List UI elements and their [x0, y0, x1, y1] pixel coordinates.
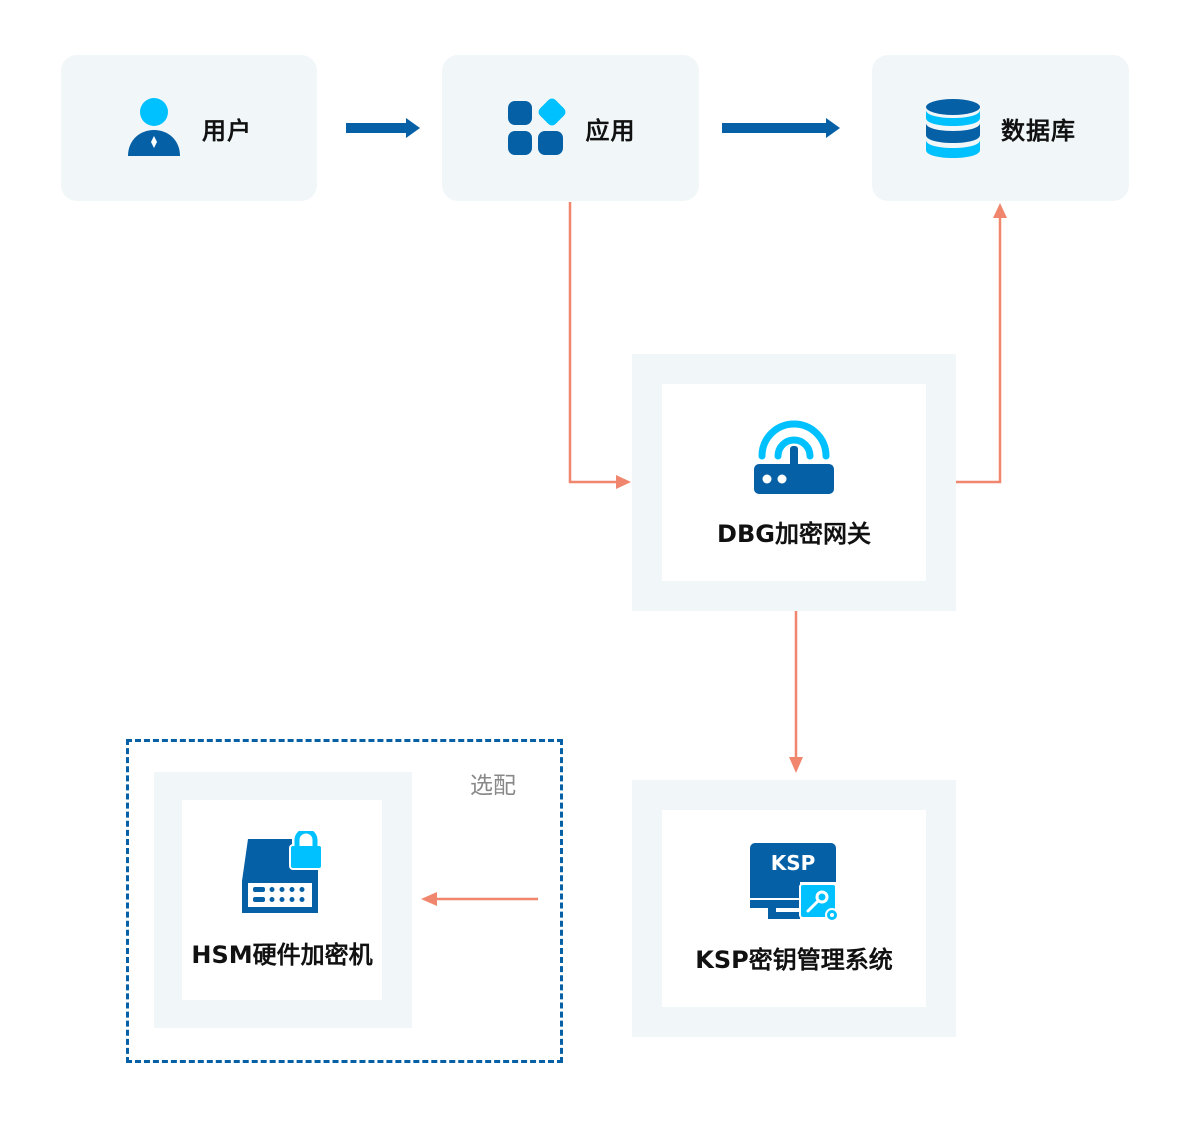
database-icon — [926, 99, 980, 158]
node-ksp-label: KSP密钥管理系统 — [695, 946, 893, 974]
hsm-lock-device-icon — [242, 830, 323, 913]
router-icon — [754, 420, 834, 494]
node-dbg-label: DBG加密网关 — [717, 520, 871, 548]
ksp-icon-text: KSP — [771, 851, 816, 875]
optional-group-label: 选配 — [470, 773, 516, 799]
node-hsm-label: HSM硬件加密机 — [191, 940, 373, 969]
node-ksp[interactable]: KSP KSP密钥管理系统 — [632, 780, 956, 1037]
edge-app-to-database — [722, 118, 840, 138]
edge-dbg-to-ksp — [789, 611, 803, 773]
node-dbg-inner: DBG加密网关 — [662, 384, 926, 581]
edge-app-to-dbg — [568, 202, 631, 489]
node-user[interactable]: 用户 — [61, 55, 317, 201]
apps-grid-icon — [507, 98, 565, 155]
edge-ksp-to-hsm — [421, 892, 538, 906]
edge-user-to-app — [346, 118, 420, 138]
node-database-label: 数据库 — [1001, 116, 1076, 145]
node-user-label: 用户 — [202, 116, 252, 145]
ksp-monitor-key-icon: KSP — [750, 843, 839, 922]
node-database[interactable]: 数据库 — [872, 55, 1129, 201]
node-hsm[interactable]: HSM硬件加密机 — [154, 772, 412, 1028]
node-app[interactable]: 应用 — [442, 55, 699, 201]
user-icon — [128, 98, 180, 156]
node-dbg[interactable]: DBG加密网关 — [632, 354, 956, 611]
node-ksp-inner: KSP KSP密钥管理系统 — [662, 810, 926, 1007]
node-app-label: 应用 — [585, 116, 636, 145]
edge-dbg-to-database — [956, 203, 1007, 484]
optional-group — [126, 739, 563, 1063]
node-hsm-inner: HSM硬件加密机 — [182, 800, 382, 1000]
